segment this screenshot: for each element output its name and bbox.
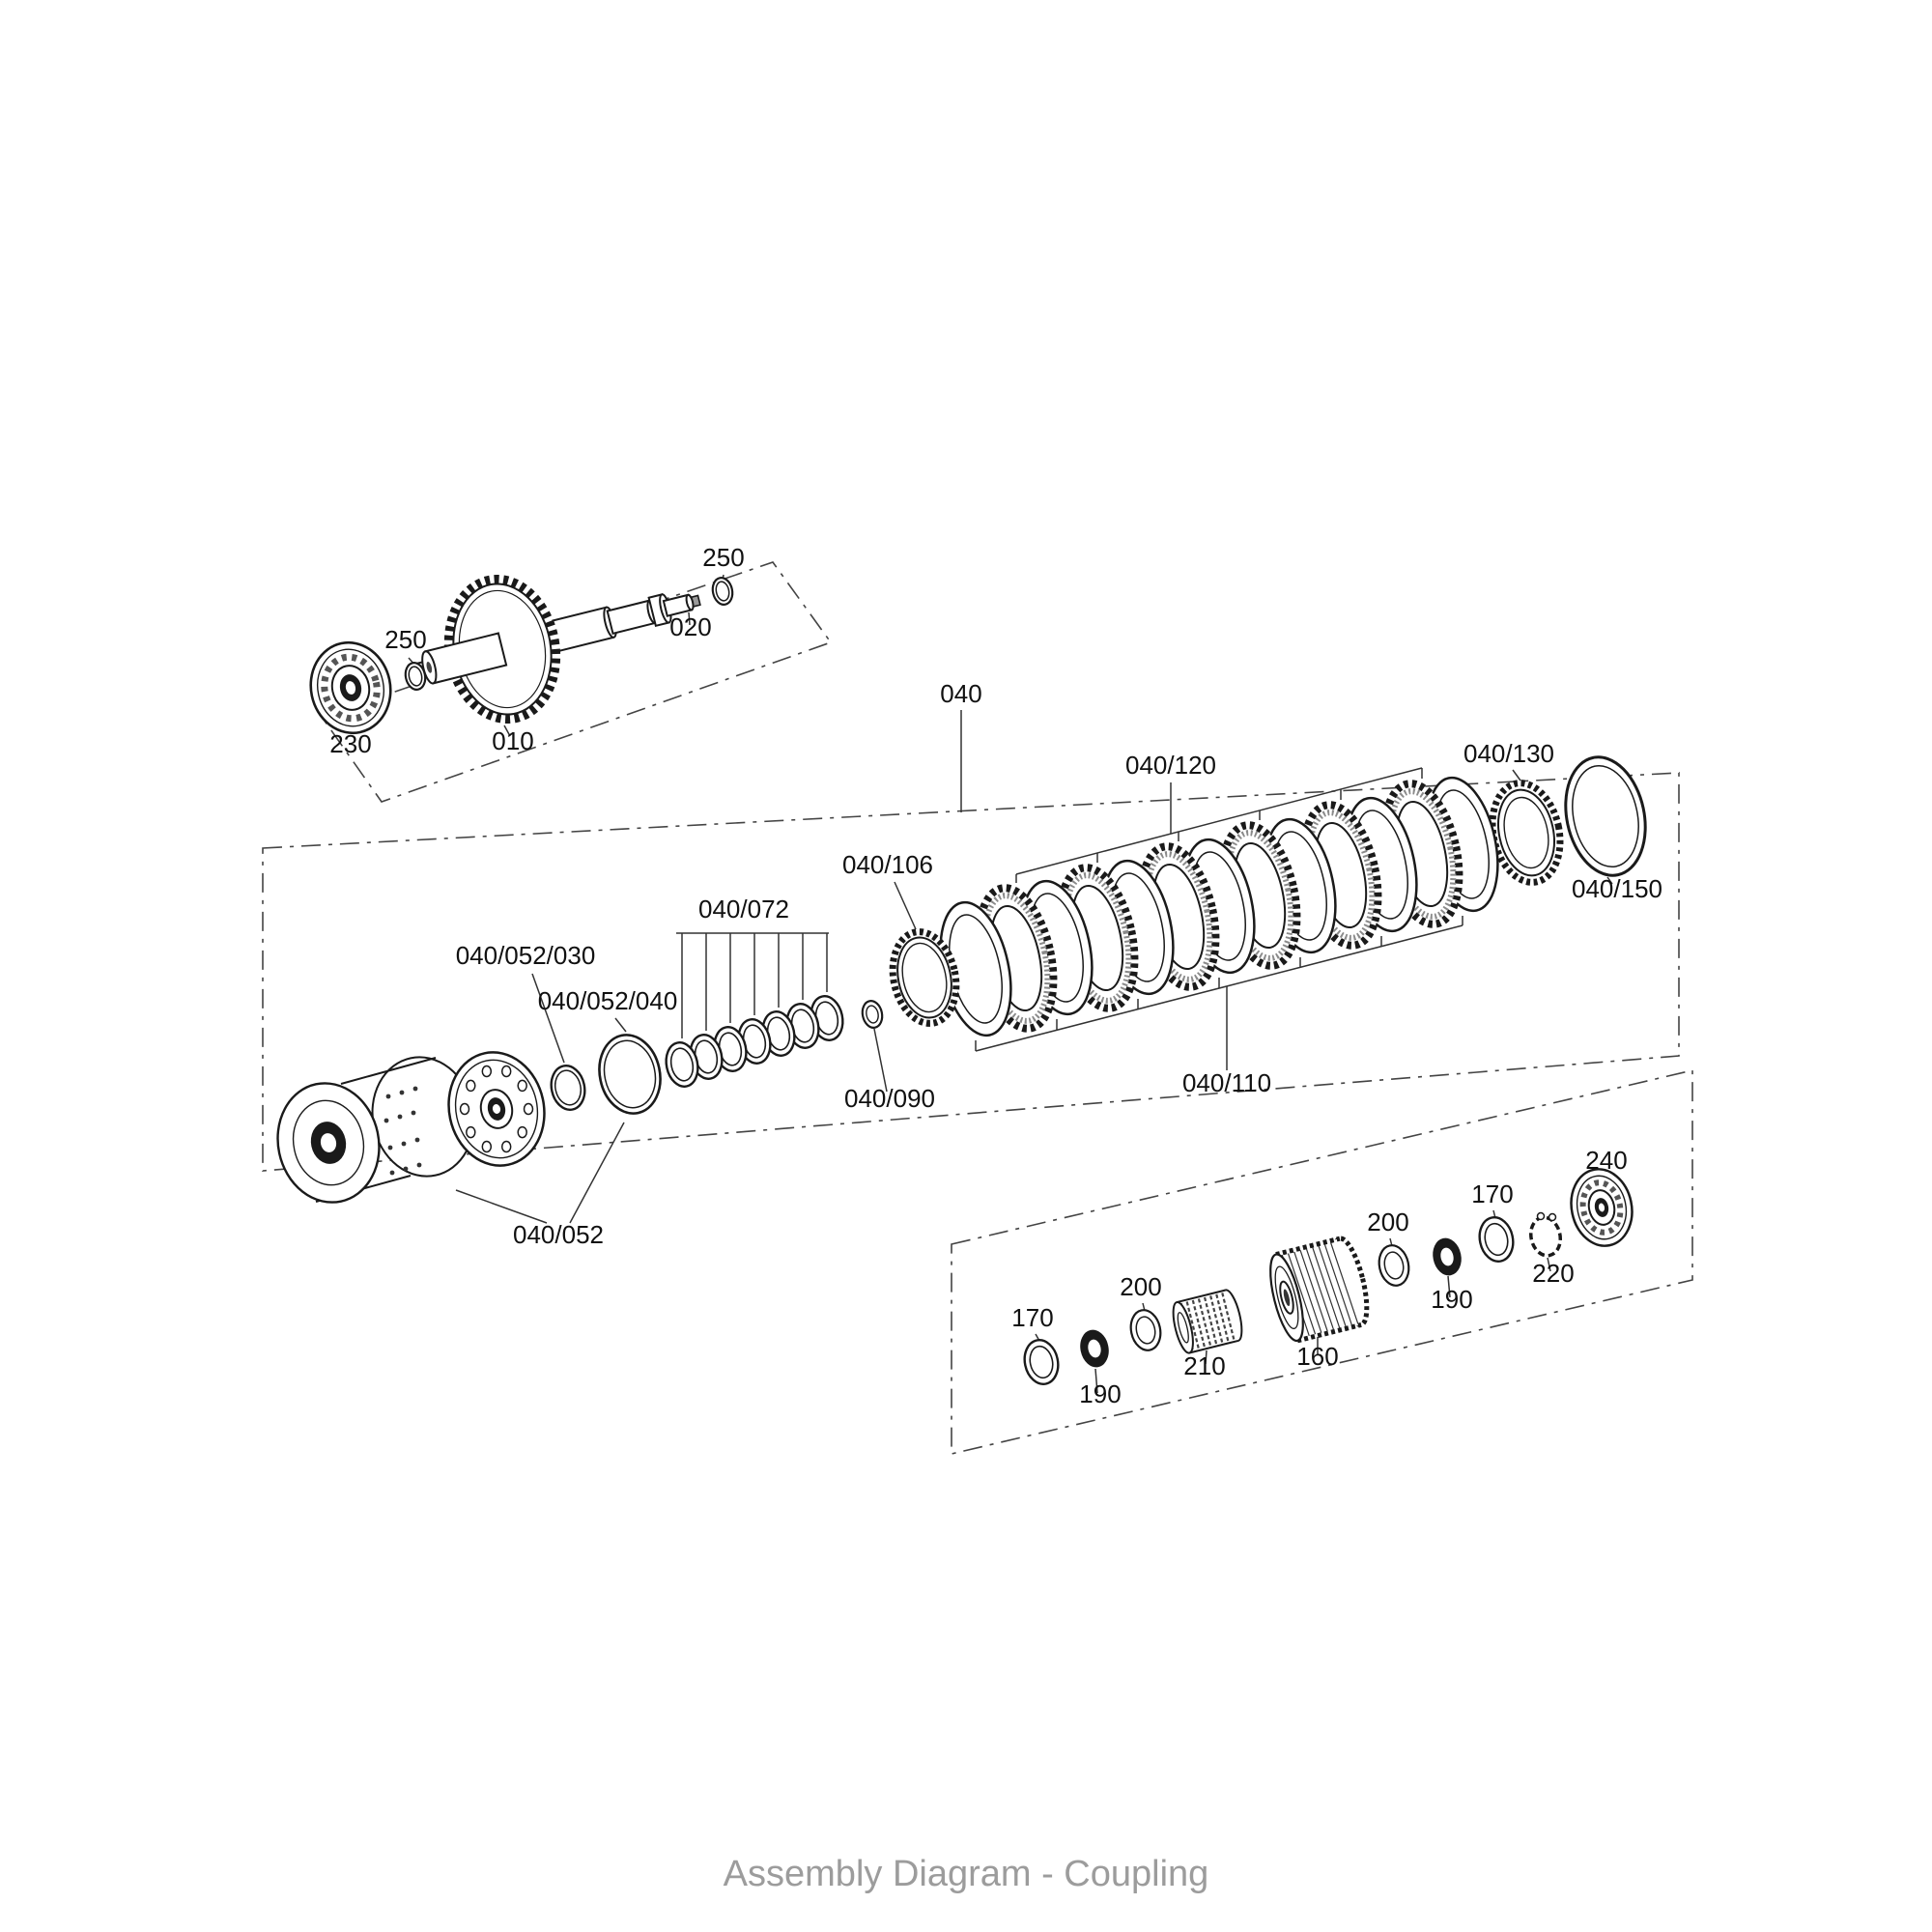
- part-labels: 230 250 010 020 250 040 040/130 040/150 …: [329, 543, 1662, 1408]
- label-040-106: 040/106: [842, 850, 933, 879]
- diagram-title: Assembly Diagram - Coupling: [724, 1854, 1209, 1894]
- label-040-052: 040/052: [513, 1220, 604, 1249]
- label-010: 010: [492, 726, 533, 755]
- label-170a: 170: [1011, 1303, 1053, 1332]
- leader-020: [688, 611, 691, 626]
- drum-lube-holes: [384, 1086, 422, 1176]
- part-drum: [276, 1056, 475, 1204]
- boundary-output-group: [951, 1068, 1693, 1456]
- label-170b: 170: [1471, 1179, 1513, 1208]
- bracket-040-120: [1015, 767, 1423, 883]
- label-020: 020: [669, 612, 711, 641]
- label-200b: 200: [1367, 1208, 1408, 1236]
- label-220: 220: [1532, 1259, 1574, 1288]
- leader-040-106: [894, 881, 917, 930]
- bracket-040-110: [975, 916, 1463, 1070]
- label-040-110: 040/110: [1182, 1068, 1271, 1097]
- coupling-group: [276, 755, 1647, 1204]
- output-group: [1019, 1168, 1634, 1389]
- label-240: 240: [1585, 1146, 1627, 1175]
- input-shaft-group: [309, 574, 734, 735]
- part-170b-washer: [1474, 1212, 1519, 1266]
- part-040-052-040-ring: [598, 1034, 662, 1115]
- label-190a: 190: [1079, 1379, 1121, 1408]
- part-250a-snap-ring: [404, 662, 427, 691]
- leader-040-150: [1606, 876, 1613, 885]
- label-040-052-040: 040/052/040: [538, 986, 678, 1015]
- label-040-150: 040/150: [1572, 874, 1662, 903]
- label-040-072: 040/072: [698, 895, 789, 923]
- part-210-roller-cage: [1172, 1289, 1243, 1354]
- bracket-040-072: [676, 932, 829, 1038]
- part-040-106-toothed-ring: [889, 928, 960, 1027]
- label-040-120: 040/120: [1125, 751, 1216, 780]
- part-040-052-030-ring: [550, 1065, 586, 1111]
- leader-040-130: [1512, 769, 1521, 781]
- part-190b-ring: [1429, 1236, 1465, 1278]
- clutch-pack: [927, 770, 1511, 1043]
- label-190b: 190: [1431, 1285, 1472, 1314]
- part-250b-snap-ring: [711, 577, 734, 606]
- leader-040-052-b: [569, 1122, 625, 1224]
- leader-010: [503, 724, 511, 737]
- part-040-150-ring: [1564, 755, 1647, 877]
- label-040-130: 040/130: [1463, 739, 1554, 768]
- part-190a-ring: [1076, 1327, 1113, 1370]
- leader-040-052-030: [531, 973, 565, 1064]
- part-040-130-toothed-ring: [1489, 780, 1564, 886]
- label-210: 210: [1183, 1351, 1225, 1380]
- part-200b-washer: [1374, 1241, 1414, 1290]
- label-230: 230: [329, 729, 371, 758]
- part-040-052-hub: [447, 1051, 546, 1167]
- part-220-snap-ring: [1528, 1211, 1563, 1258]
- label-040-052-030: 040/052/030: [456, 941, 596, 970]
- part-240-bearing: [1570, 1168, 1634, 1247]
- part-170a-washer: [1019, 1335, 1064, 1389]
- label-040-090: 040/090: [844, 1084, 935, 1113]
- part-230-bearing: [309, 640, 392, 735]
- leader-190a: [1094, 1368, 1098, 1394]
- leader-040-052-a: [455, 1189, 548, 1224]
- boundary-input-shaft-group: [320, 561, 833, 803]
- part-160-gear: [1269, 1236, 1370, 1344]
- label-250a: 250: [384, 625, 426, 654]
- leader-190b: [1447, 1275, 1451, 1298]
- leader-040-052-040: [614, 1017, 627, 1033]
- part-040-090-ring: [861, 1000, 884, 1029]
- boundary-coupling-group: [262, 772, 1680, 1172]
- label-040: 040: [940, 679, 981, 708]
- label-160: 160: [1296, 1342, 1338, 1371]
- part-200a-washer: [1125, 1306, 1166, 1354]
- label-200a: 200: [1120, 1272, 1161, 1301]
- label-250b: 250: [702, 543, 744, 572]
- leader-lines: [408, 574, 1613, 1394]
- hub-bolt-holes: [459, 1065, 534, 1153]
- leader-210: [1205, 1350, 1208, 1365]
- leader-220: [1547, 1257, 1551, 1272]
- leader-040-090: [873, 1028, 888, 1093]
